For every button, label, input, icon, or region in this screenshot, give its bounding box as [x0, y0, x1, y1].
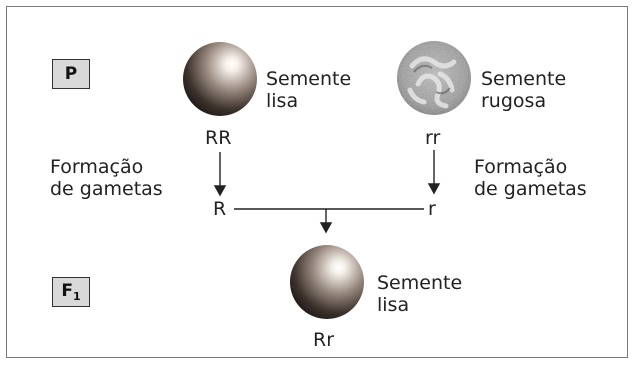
- generation-p-box: P: [52, 59, 90, 89]
- offspring-label-line1: Semente: [377, 272, 463, 294]
- generation-f1-box: F1: [52, 277, 90, 307]
- left-gamete-formation-line2: de gametas: [50, 178, 163, 200]
- offspring-genotype: Rr: [313, 329, 335, 351]
- smooth-parent-label-line2: lisa: [266, 90, 299, 112]
- smooth-parent-label-line1: Semente: [266, 68, 352, 90]
- left-gamete-formation-line1: Formação: [50, 156, 144, 178]
- right-arrowhead-icon: [427, 183, 441, 195]
- gamete-recessive: r: [428, 198, 436, 220]
- wrinkled-parent-label-line2: rugosa: [481, 90, 547, 112]
- generation-p-label: P: [64, 64, 78, 84]
- generation-f1-label: F1: [61, 280, 81, 304]
- gamete-dominant: R: [213, 198, 227, 220]
- left-arrowhead-icon: [213, 185, 227, 197]
- wrinkled-parent-genotype: rr: [425, 127, 441, 149]
- wrinkled-parent-label-line1: Semente: [481, 68, 567, 90]
- right-gamete-formation-line1: Formação: [474, 156, 568, 178]
- offspring-arrowhead-icon: [319, 222, 333, 234]
- right-gamete-formation-line2: de gametas: [474, 178, 587, 200]
- wrinkled-seed-icon: [397, 41, 471, 115]
- smooth-parent-genotype: RR: [205, 127, 232, 149]
- smooth-seed-offspring-icon: [290, 245, 364, 319]
- smooth-seed-parent-icon: [183, 42, 257, 116]
- offspring-label-line2: lisa: [377, 294, 410, 316]
